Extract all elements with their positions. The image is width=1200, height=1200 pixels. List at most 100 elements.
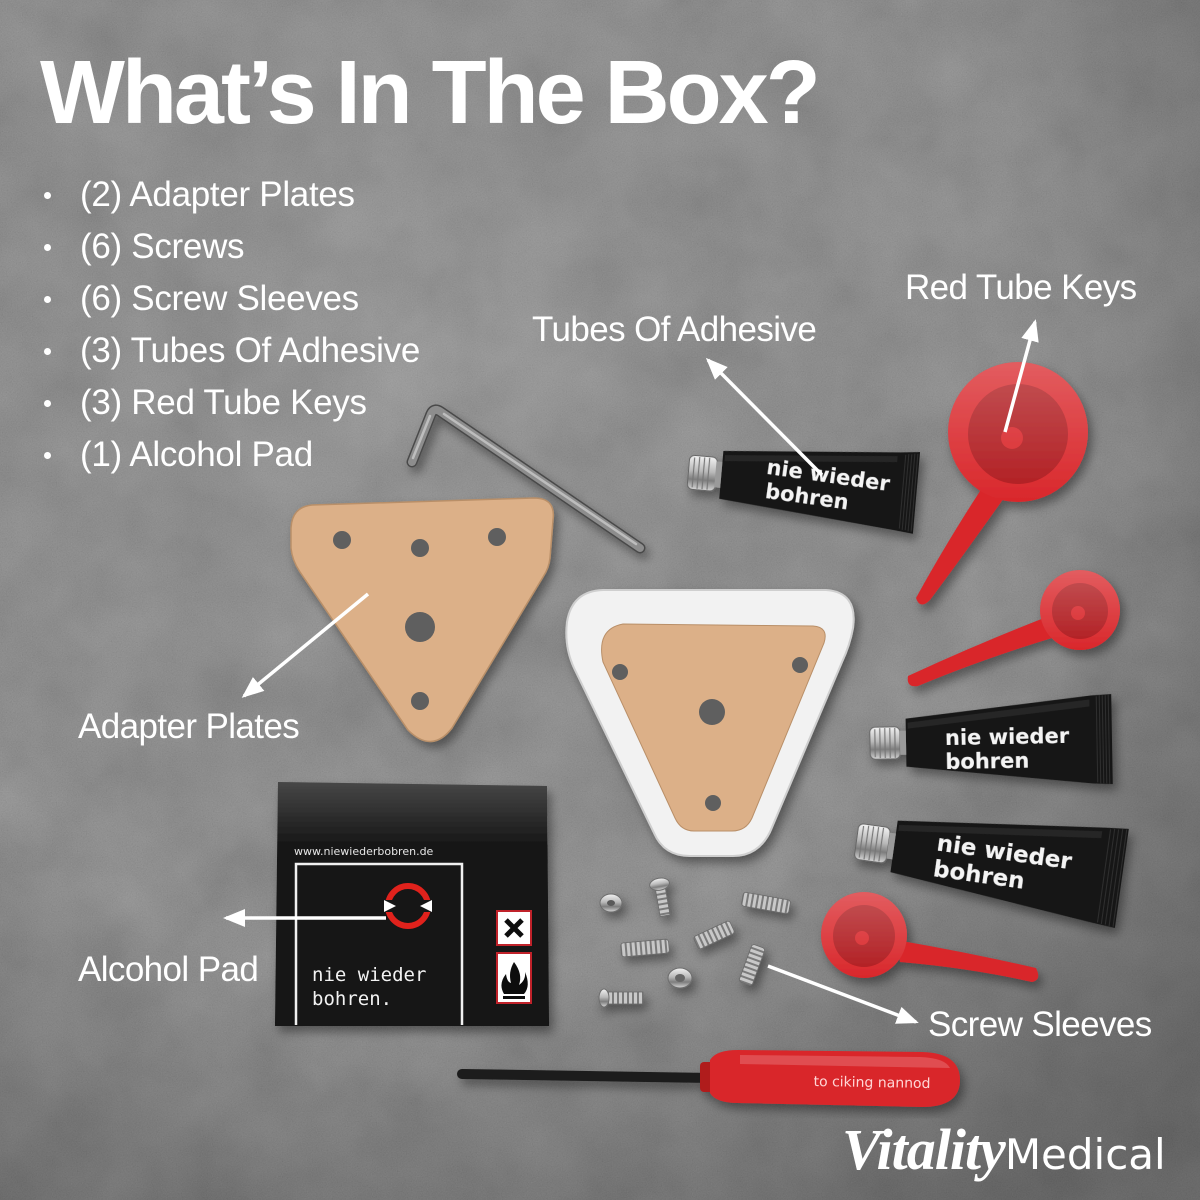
list-item-label: (6) Screws [80, 227, 245, 266]
hazard-x-mark [504, 918, 524, 938]
plate-center-hole [405, 612, 435, 642]
red-tube-key-large [916, 362, 1088, 605]
list-item: (3) Red Tube Keys [40, 377, 420, 429]
adapter-plate-body [601, 623, 826, 832]
tube-body [890, 820, 1129, 928]
plate-hole [411, 539, 429, 557]
plate-hole [488, 528, 506, 546]
arrow-adapter-plates [241, 592, 370, 698]
screw-hardware [598, 877, 791, 1008]
tube-highlight [724, 455, 898, 463]
tube-label-line2: bohren [945, 749, 1029, 774]
bullet-dot [44, 192, 51, 199]
screw-sleeve [693, 920, 735, 950]
plate-hole [333, 531, 351, 549]
brand-logo-script: Vitality [842, 1117, 1006, 1182]
bullet-dot [44, 296, 51, 303]
arrow-red-tube-keys [1003, 319, 1039, 433]
list-item: (3) Tubes Of Adhesive [40, 325, 420, 377]
list-item-label: (1) Alcohol Pad [80, 435, 313, 474]
alcohol-pad: www.niewiederbobren.de nie wieder bohren… [275, 782, 549, 1026]
tube-key-gloss [1040, 570, 1120, 650]
arrow-screw-sleeves [767, 964, 919, 1024]
hazard-flame [501, 962, 528, 994]
bullet-dot [44, 244, 51, 251]
tube-highlight [898, 824, 1103, 839]
adapter-plate [290, 497, 555, 743]
tube-key-gloss [948, 362, 1088, 502]
callout-adapter-plates: Adapter Plates [78, 707, 300, 746]
adhesive-tube: nie wieder bohren [869, 694, 1113, 785]
callout-arrows [223, 319, 1039, 1024]
screw-head [598, 988, 610, 1008]
hex-key-highlight [411, 412, 638, 546]
screw-shank [606, 991, 644, 1005]
adhesive-tube: nie wieder bohren [854, 820, 1129, 928]
tube-cap-ridges [858, 825, 885, 862]
screw-sleeve [739, 944, 765, 986]
bullet-dot [44, 452, 51, 459]
flammable-hazard-icon [496, 952, 532, 1004]
plate-center-hole [699, 699, 725, 725]
tube-key-handle [896, 940, 1039, 982]
callout-tubes-of-adhesive: Tubes Of Adhesive [532, 310, 817, 349]
tube-cap-ridges [691, 456, 711, 490]
harmful-hazard-icon [496, 910, 532, 946]
callout-alcohol-pad: Alcohol Pad [78, 950, 259, 989]
bullet-dot [44, 400, 51, 407]
box-contents-list: (2) Adapter Plates (6) Screws (6) Screw … [40, 169, 420, 481]
adapter-plate-framed [565, 589, 855, 857]
screwdriver-handle-text: to ciking nannod [813, 1074, 930, 1092]
washer-hole [675, 974, 685, 982]
tube-crimp [1096, 828, 1128, 927]
list-item: (6) Screws [40, 221, 420, 273]
screw [649, 877, 671, 918]
tube-cap-ridges [874, 727, 896, 759]
washer [599, 893, 623, 913]
brand-logo-regular: Medical [1004, 1130, 1166, 1179]
red-tube-key [821, 892, 1039, 982]
alcohol-pad-frame [294, 862, 464, 1025]
alcohol-pad-brand-line2: bohren. [312, 988, 392, 1010]
alcohol-pad-sheen [277, 782, 548, 850]
screw-sleeve-body [741, 892, 791, 914]
tube-key-handle [907, 618, 1052, 687]
arrow-tubes-of-adhesive [705, 357, 824, 477]
no-drill-icon [381, 883, 435, 929]
no-drill-icon-arrow [384, 900, 396, 912]
tube-crimp [1095, 694, 1111, 785]
list-item-label: (2) Adapter Plates [80, 175, 355, 214]
list-item-label: (3) Red Tube Keys [80, 383, 367, 422]
callout-screw-sleeves: Screw Sleeves [928, 1005, 1152, 1044]
page-title: What’s In The Box? [40, 43, 821, 143]
washer [667, 967, 693, 989]
list-item: (2) Adapter Plates [40, 169, 420, 221]
screw-sleeve [741, 892, 791, 914]
brand-logo: Vitality Medical [842, 1118, 1166, 1187]
plate-hole [411, 692, 429, 710]
list-item: (1) Alcohol Pad [40, 429, 420, 481]
screw-sleeve-body [739, 944, 765, 986]
screw-head [649, 877, 670, 891]
screwdriver-shaft [457, 1069, 717, 1083]
tube-label-line1: nie wieder [945, 724, 1070, 750]
red-tube-key [907, 570, 1120, 687]
tube-crimp [898, 453, 919, 532]
tube-body [719, 450, 921, 534]
list-item-label: (3) Tubes Of Adhesive [80, 331, 420, 370]
tube-highlight [907, 699, 1090, 729]
screw-sleeve-body [620, 938, 670, 958]
tube-key-gloss [821, 892, 907, 978]
alcohol-pad-url: www.niewiederbobren.de [294, 845, 434, 858]
screw-sleeve [620, 938, 670, 958]
bullet-dot [44, 348, 51, 355]
hex-key-body [408, 405, 644, 552]
screw-sleeve-body [693, 920, 735, 950]
list-item-label: (6) Screw Sleeves [80, 279, 359, 318]
plate-hole [705, 795, 721, 811]
tube-key-handle [916, 488, 1004, 605]
alcohol-pad-brand-line1: nie wieder [312, 964, 426, 986]
hex-key [406, 404, 646, 554]
list-item: (6) Screw Sleeves [40, 273, 420, 325]
